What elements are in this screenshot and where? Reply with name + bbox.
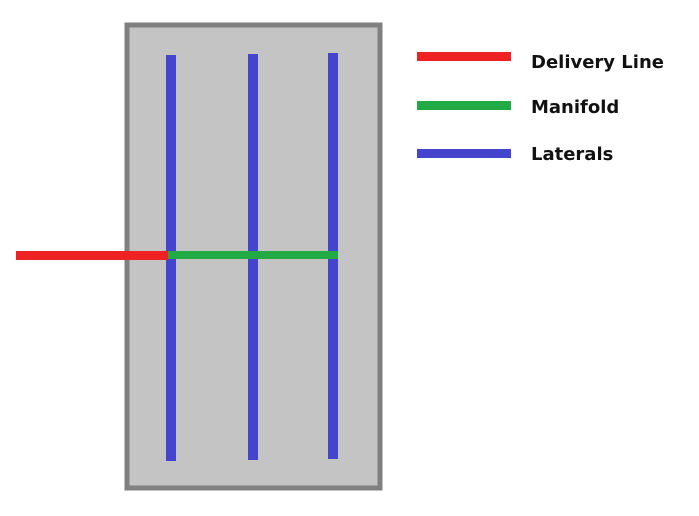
legend-swatch-delivery-line bbox=[417, 52, 511, 61]
legend-label-laterals: Laterals bbox=[531, 144, 613, 165]
legend-item-laterals: Laterals bbox=[417, 144, 613, 165]
legend-item-manifold: Manifold bbox=[417, 97, 619, 118]
legend-label-delivery-line: Delivery Line bbox=[531, 52, 664, 73]
manifold-line bbox=[166, 251, 338, 259]
legend-label-manifold: Manifold bbox=[531, 97, 619, 118]
legend-swatch-manifold bbox=[417, 101, 511, 110]
legend: Delivery Line Manifold Laterals bbox=[417, 52, 664, 165]
legend-item-delivery-line: Delivery Line bbox=[417, 52, 664, 73]
delivery-line bbox=[16, 251, 168, 260]
legend-swatch-laterals bbox=[417, 149, 511, 158]
